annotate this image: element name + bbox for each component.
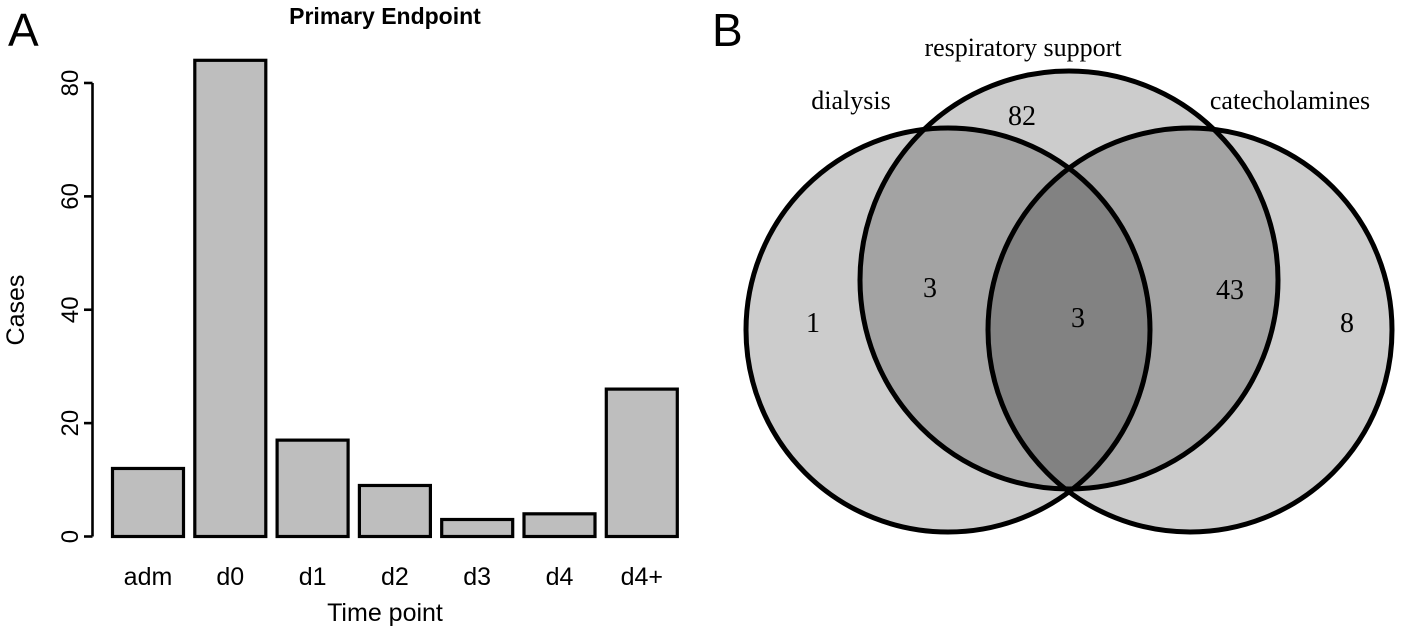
venn-circle-fills (746, 71, 1392, 532)
y-tick-label: 20 (57, 410, 84, 437)
x-tick-label: adm (124, 563, 173, 591)
venn-set-label: dialysis (811, 86, 890, 115)
venn-circle-outline-2 (985, 125, 1395, 535)
panel-a: A Primary Endpoint Cases Time point 0 20 4… (2, 3, 679, 627)
panel-b: B dialysis respiratory support catecholami… (712, 4, 1395, 535)
x-tick-label: d2 (381, 563, 409, 591)
y-tick-label: 0 (57, 530, 84, 543)
y-tick-label: 40 (57, 296, 84, 323)
x-axis-label: Time point (327, 599, 443, 627)
venn-circle-fill-1 (860, 71, 1278, 489)
venn-region-value: 82 (1008, 101, 1036, 132)
bars-group (110, 58, 679, 539)
venn-region-value: 43 (1216, 275, 1244, 306)
x-tick-label: d4 (546, 563, 574, 591)
x-tick-label: d4+ (621, 563, 663, 591)
venn-circle-fill-2 (988, 128, 1392, 532)
venn-set-labels: dialysis respiratory support catecholamine… (811, 33, 1370, 115)
bar-d3 (440, 517, 515, 539)
x-tick-label: d3 (463, 563, 491, 591)
venn-circle-outlines (743, 68, 1395, 535)
bar-d4 (522, 512, 597, 539)
x-tick-label: d0 (216, 563, 244, 591)
chart-title: Primary Endpoint (289, 3, 481, 29)
venn-set-label: respiratory support (924, 33, 1122, 62)
panel-b-letter: B (712, 4, 743, 56)
panel-a-letter: A (8, 4, 39, 56)
y-axis-label: Cases (2, 275, 30, 346)
venn-region-value: 1 (806, 308, 820, 339)
y-tick-label: 80 (57, 70, 84, 97)
venn-circle-fill-0 (746, 128, 1150, 532)
bar-d1 (275, 438, 350, 539)
bar-d4+ (604, 387, 679, 539)
venn-region-value: 8 (1340, 308, 1354, 339)
bar-adm (110, 466, 186, 539)
x-tick-labels: adm d0 d1 d2 d3 d4 d4+ (124, 563, 663, 591)
venn-region-value: 3 (1071, 303, 1085, 334)
y-axis: 0 20 40 60 80 (57, 70, 94, 543)
x-tick-label: d1 (299, 563, 327, 591)
venn-region-value: 3 (923, 273, 937, 304)
venn-circle-outline-0 (743, 125, 1153, 535)
bar-d0 (193, 58, 268, 539)
y-tick-label: 60 (57, 183, 84, 210)
bar-d2 (357, 483, 432, 539)
venn-set-label: catecholamines (1210, 86, 1370, 115)
